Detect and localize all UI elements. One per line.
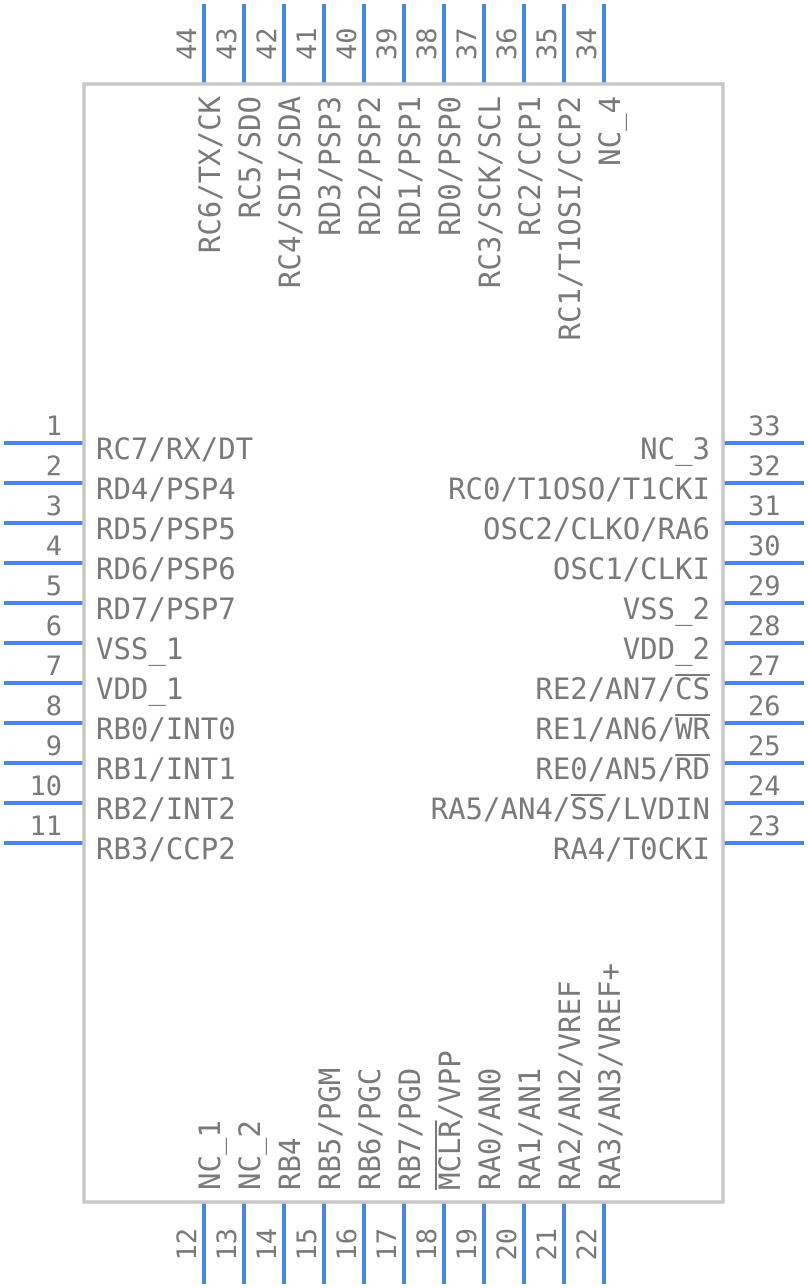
pin-34-number: 34 [572,27,603,60]
pin-6-number: 6 [46,611,62,642]
pin-7-number: 7 [46,651,62,682]
pin-12-number: 12 [172,1228,203,1261]
pin-31-number: 31 [748,491,781,522]
pin-43-number: 43 [212,27,243,60]
pin-42-number: 42 [252,27,283,60]
labels-layer: 1RC7/RX/DT2RD4/PSP43RD5/PSP54RD6/PSP65RD… [29,27,780,1260]
pin-33-number: 33 [748,411,781,442]
pin-5-name: RD7/PSP7 [96,592,236,626]
pin-20-name: RA1/AN1 [513,1068,547,1190]
pin-32-name: RC0/T1OSO/T1CKI [448,472,710,506]
pin-44-name: RC6/TX/CK [193,95,227,253]
pin-10-name: RB2/INT2 [96,792,236,826]
pin-31-name: OSC2/CLKO/RA6 [483,512,710,546]
pin-12-name: NC_1 [193,1120,228,1190]
pin-22-number: 22 [572,1228,603,1261]
pin-27-name: RE2/AN7/CS [535,672,710,706]
pin-17-number: 17 [372,1228,403,1261]
pin-15-name: RB5/PGM [313,1068,347,1190]
pin-13-name: NC_2 [233,1120,268,1190]
pin-25-number: 25 [748,731,781,762]
pin-19-name: RA0/AN0 [473,1068,507,1190]
pin-13-number: 13 [212,1228,243,1261]
pin-5-number: 5 [46,571,62,602]
pin-22-name: RA3/AN3/VREF+ [593,963,627,1190]
pin-2-number: 2 [46,451,62,482]
pin-29-number: 29 [748,571,781,602]
pin-35-name: RC1/T1OSI/CCP2 [553,96,587,340]
pin-11-number: 11 [29,811,62,842]
pin-8-number: 8 [46,691,62,722]
pin-40-number: 40 [332,27,363,60]
pin-42-name: RC4/SDI/SDA [273,96,307,288]
pin-4-name: RD6/PSP6 [96,552,236,586]
pin-20-number: 20 [492,1228,523,1261]
pin-36-number: 36 [492,27,523,60]
pin-11-name: RB3/CCP2 [96,832,236,866]
pin-4-number: 4 [46,531,62,562]
chip-body [82,82,725,1204]
pin-34-name: NC_4 [593,96,628,166]
pin-36-name: RC2/CCP1 [513,96,547,236]
pin-9-number: 9 [46,731,62,762]
pin-21-number: 21 [532,1228,563,1261]
pin-16-number: 16 [332,1228,363,1261]
pin-30-number: 30 [748,531,781,562]
pin-8-name: RB0/INT0 [96,712,236,746]
pin-35-number: 35 [532,27,563,60]
pin-18-name: MCLR/VPP [433,1050,467,1190]
pin-9-name: RB1/INT1 [96,752,236,786]
pin-39-number: 39 [372,27,403,60]
pin-24-number: 24 [748,771,781,802]
pin-28-number: 28 [748,611,781,642]
pin-37-name: RC3/SCK/SCL [473,96,507,288]
pin-37-number: 37 [452,27,483,60]
pin-14-name: RB4 [273,1138,307,1190]
pin-28-name: VDD_2 [623,632,710,667]
pin-16-name: RB6/PGC [353,1068,387,1190]
pin-23-name: RA4/T0CKI [553,832,710,866]
pin-33-name: NC_3 [640,432,710,467]
pin-21-name: RA2/AN2/VREF [553,980,587,1190]
pins-layer [4,4,804,1284]
pin-26-number: 26 [748,691,781,722]
pin-1-name: RC7/RX/DT [96,432,253,466]
pin-30-name: OSC1/CLKI [553,552,710,586]
pin-23-number: 23 [748,811,781,842]
pin-17-name: RB7/PGD [393,1068,427,1190]
pin-44-number: 44 [172,27,203,60]
pin-3-name: RD5/PSP5 [96,512,236,546]
pin-38-number: 38 [412,27,443,60]
pin-24-name: RA5/AN4/SS/LVDIN [431,792,710,826]
pin-7-name: VDD_1 [96,672,183,707]
pin-3-number: 3 [46,491,62,522]
pin-43-name: RC5/SDO [233,96,267,218]
pin-19-number: 19 [452,1228,483,1261]
pin-18-number: 18 [412,1228,443,1261]
pin-32-number: 32 [748,451,781,482]
pin-40-name: RD2/PSP2 [353,96,387,236]
pin-39-name: RD1/PSP1 [393,96,427,236]
pin-26-name: RE1/AN6/WR [535,712,710,746]
pin-15-number: 15 [292,1228,323,1261]
pin-38-name: RD0/PSP0 [433,96,467,236]
pin-2-name: RD4/PSP4 [96,472,236,506]
pin-41-number: 41 [292,27,323,60]
pin-27-number: 27 [748,651,781,682]
pin-14-number: 14 [252,1228,283,1261]
pin-6-name: VSS_1 [96,632,183,667]
pin-41-name: RD3/PSP3 [313,96,347,236]
pin-10-number: 10 [29,771,62,802]
pin-29-name: VSS_2 [623,592,710,627]
pin-25-name: RE0/AN5/RD [535,752,710,786]
pin-1-number: 1 [46,411,62,442]
